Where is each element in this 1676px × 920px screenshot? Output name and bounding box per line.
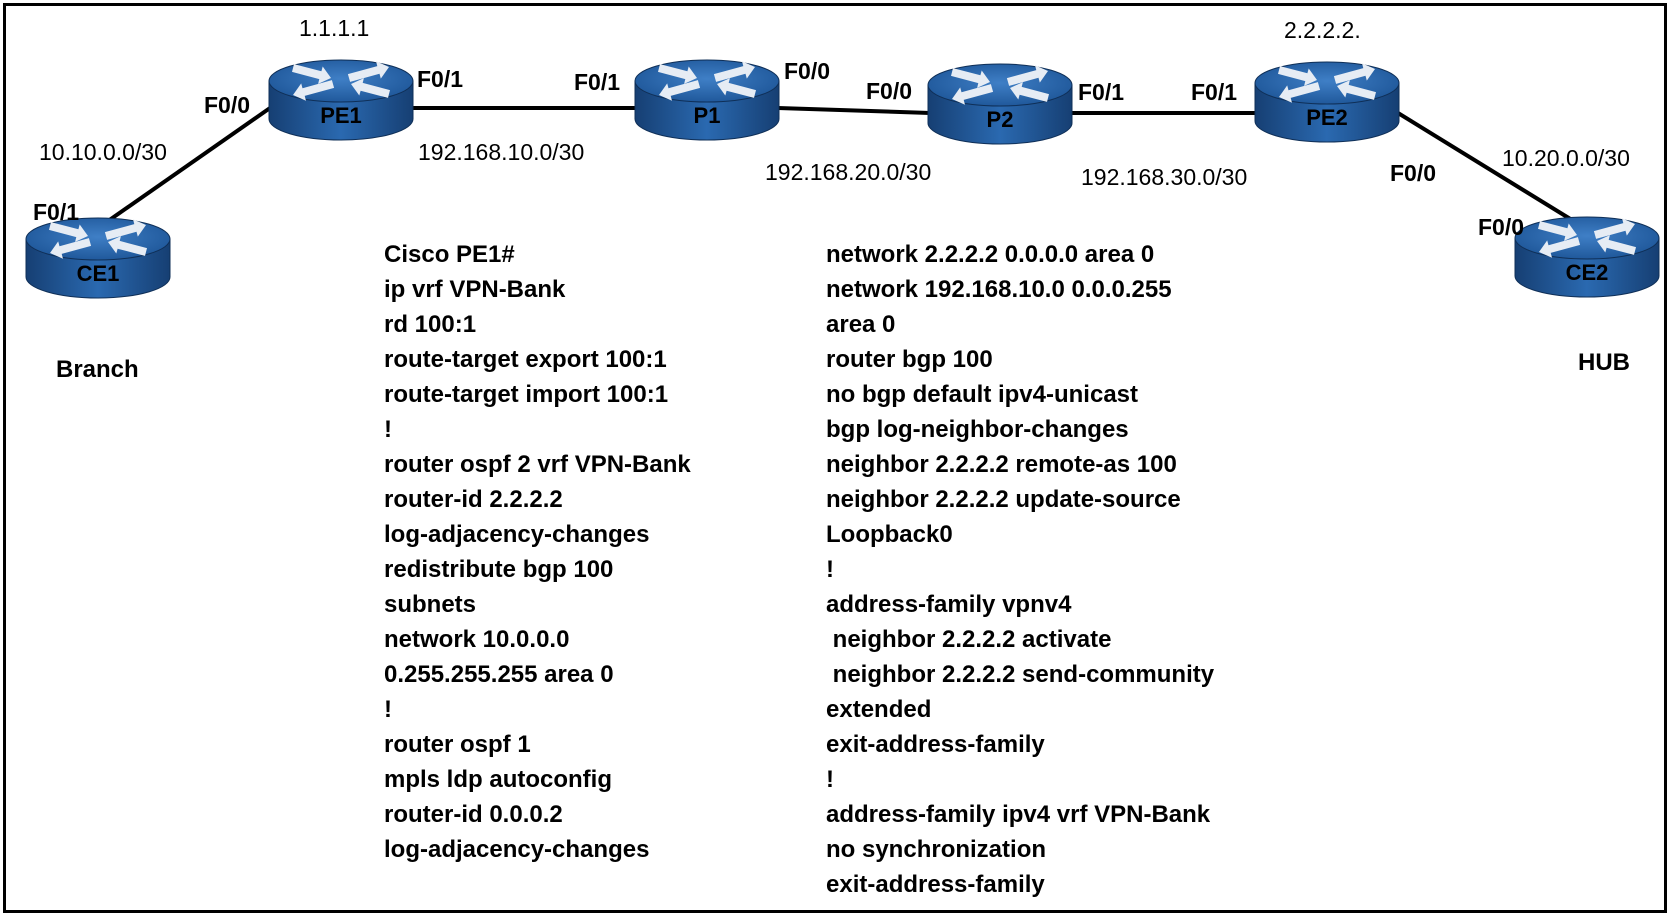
pe1-config-left: Cisco PE1# ip vrf VPN-Bank rd 100:1 route-t… <box>384 237 691 867</box>
p2-interface-f01: F0/1 <box>1078 79 1125 105</box>
router-label: P2 <box>987 107 1014 132</box>
config-line: log-adjacency-changes <box>384 521 650 548</box>
site-branch-label: Branch <box>56 356 139 383</box>
config-line: exit-address-family <box>826 871 1045 898</box>
router-label: P1 <box>694 103 721 128</box>
config-line: log-adjacency-changes <box>384 836 650 863</box>
router-arrows-icon <box>1538 218 1636 258</box>
router-arrows-icon <box>292 61 390 101</box>
p2-interface-f00: F0/0 <box>866 78 913 104</box>
config-line: subnets <box>384 591 477 618</box>
config-line: neighbor 2.2.2.2 send-community <box>826 661 1215 688</box>
router-ce1: CE1 <box>25 217 171 299</box>
ce1-interface-f01: F0/1 <box>33 199 80 225</box>
config-line: address-family ipv4 vrf VPN-Bank <box>826 801 1211 828</box>
router-arrows-icon <box>49 219 147 259</box>
config-line: neighbor 2.2.2.2 remote-as 100 <box>826 451 1177 478</box>
config-line: area 0 <box>826 311 896 338</box>
config-line: no bgp default ipv4-unicast <box>826 381 1139 408</box>
config-line: router bgp 100 <box>826 346 993 373</box>
router-label: CE2 <box>1566 260 1609 285</box>
config-line: neighbor 2.2.2.2 update-source <box>826 486 1181 513</box>
diagram-frame <box>3 3 1667 913</box>
subnet-ce1-pe1: 10.10.0.0/30 <box>39 139 167 165</box>
router-arrows-icon <box>658 61 756 101</box>
router-p1: P1 <box>634 59 780 141</box>
config-line: mpls ldp autoconfig <box>384 766 612 793</box>
config-line: bgp log-neighbor-changes <box>826 416 1129 443</box>
config-line: network 10.0.0.0 <box>384 626 570 653</box>
config-line: network 2.2.2.2 0.0.0.0 area 0 <box>826 241 1155 268</box>
pe2-loopback: 2.2.2.2. <box>1284 17 1361 43</box>
subnet-p1-p2: 192.168.20.0/30 <box>765 159 932 185</box>
config-line: router-id 2.2.2.2 <box>384 486 563 513</box>
config-line: neighbor 2.2.2.2 activate <box>826 626 1112 653</box>
router-arrows-icon <box>951 65 1049 105</box>
config-line: route-target export 100:1 <box>384 346 667 373</box>
router-arrows-icon <box>1278 63 1376 103</box>
config-line: router ospf 1 <box>384 731 531 758</box>
link-ce1-pe1 <box>96 106 272 230</box>
config-line: ! <box>826 766 834 793</box>
pe2-interface-f00: F0/0 <box>1390 160 1437 186</box>
link-pe2-ce2 <box>1396 111 1587 230</box>
router-pe2: PE2 <box>1254 61 1400 143</box>
config-line: ! <box>826 556 834 583</box>
config-line: router-id 0.0.0.2 <box>384 801 563 828</box>
config-line: network 192.168.10.0 0.0.0.255 <box>826 276 1172 303</box>
config-line: redistribute bgp 100 <box>384 556 614 583</box>
config-line: extended <box>826 696 932 723</box>
config-line: exit-address-family <box>826 731 1045 758</box>
router-p2: P2 <box>927 63 1073 145</box>
site-hub-label: HUB <box>1578 349 1630 376</box>
config-line: rd 100:1 <box>384 311 477 338</box>
router-label: PE1 <box>320 103 362 128</box>
subnet-p2-pe2: 192.168.30.0/30 <box>1081 164 1248 190</box>
config-line: address-family vpnv4 <box>826 591 1072 618</box>
config-line: 0.255.255.255 area 0 <box>384 661 614 688</box>
pe1-interface-f01: F0/1 <box>417 66 464 92</box>
router-label: CE1 <box>77 261 120 286</box>
subnet-pe2-ce2: 10.20.0.0/30 <box>1502 145 1630 171</box>
router-ce2: CE2 <box>1514 216 1660 298</box>
config-line: Loopback0 <box>826 521 953 548</box>
p1-interface-f00: F0/0 <box>784 58 831 84</box>
router-pe1: PE1 <box>268 59 414 141</box>
pe1-config-right: network 2.2.2.2 0.0.0.0 area 0 network 19… <box>826 237 1214 902</box>
ce2-interface-f00: F0/0 <box>1478 214 1525 240</box>
pe1-loopback: 1.1.1.1 <box>299 15 370 41</box>
link-p1-p2 <box>777 106 931 115</box>
subnet-pe1-p1: 192.168.10.0/30 <box>418 139 585 165</box>
p1-interface-f01: F0/1 <box>574 69 621 95</box>
pe1-interface-f00: F0/0 <box>204 92 251 118</box>
router-label: PE2 <box>1306 105 1348 130</box>
config-line: ! <box>384 416 392 443</box>
config-line: ip vrf VPN-Bank <box>384 276 566 303</box>
config-line: route-target import 100:1 <box>384 381 669 408</box>
config-line: router ospf 2 vrf VPN-Bank <box>384 451 691 478</box>
pe2-interface-f01: F0/1 <box>1191 79 1238 105</box>
config-line: Cisco PE1# <box>384 241 515 268</box>
config-line: no synchronization <box>826 836 1047 863</box>
config-line: ! <box>384 696 392 723</box>
